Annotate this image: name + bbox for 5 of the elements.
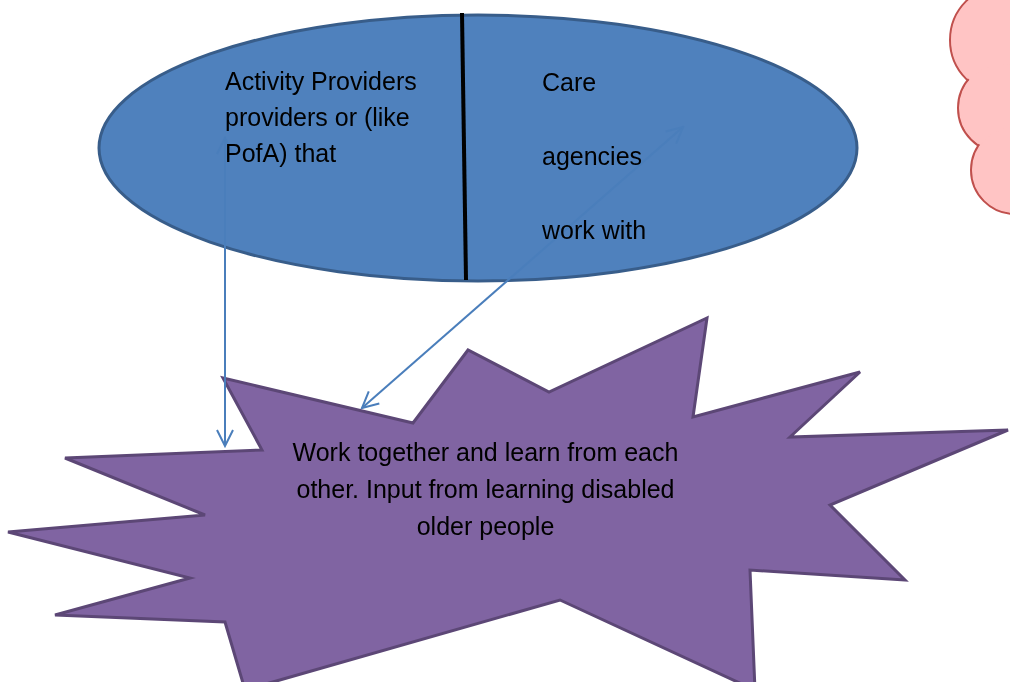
ellipse-text: Activity Providers providers or (like PofA) that bbox=[225, 66, 418, 169]
shape-text: Work together and learn from each other. Input from learning disabled older people bbox=[291, 437, 680, 542]
double-arrow bbox=[361, 126, 684, 409]
double-arrow bbox=[216, 137, 234, 447]
ellipse-text: Care agencies work with bbox=[542, 67, 648, 246]
